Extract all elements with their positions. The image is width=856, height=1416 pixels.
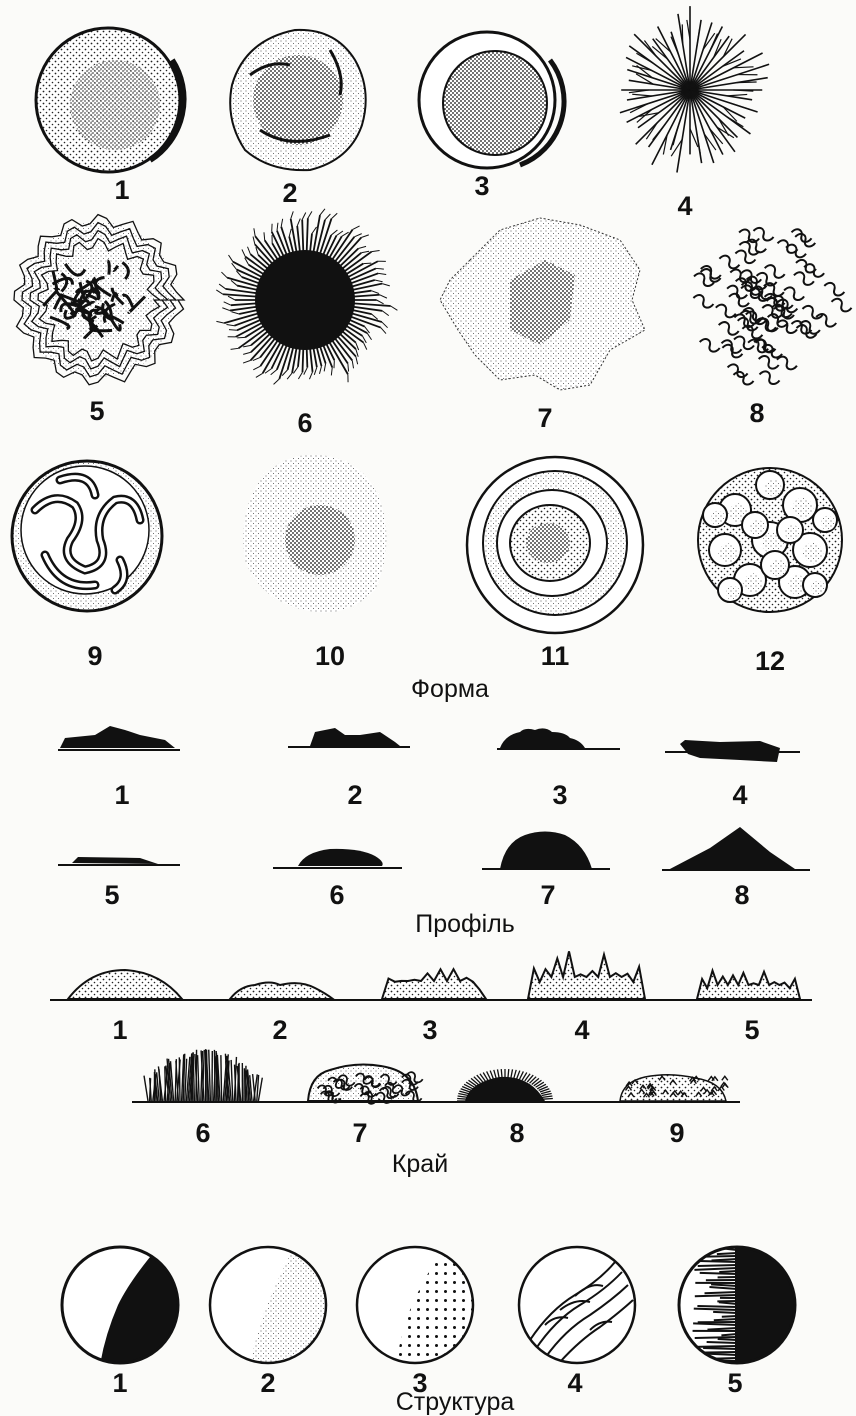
profile-label-1: 1	[114, 782, 129, 809]
form-label-12: 12	[755, 648, 785, 675]
profile-8	[662, 827, 810, 870]
form-label-10: 10	[315, 643, 345, 670]
form-label-7: 7	[537, 405, 552, 432]
profile-5	[58, 857, 180, 865]
edge-label-7: 7	[352, 1120, 367, 1147]
edge-label-3: 3	[422, 1017, 437, 1044]
edge-5	[697, 971, 800, 999]
form-colony-10	[243, 455, 386, 613]
form-caption: Форма	[411, 677, 489, 702]
form-colony-9	[12, 461, 162, 611]
structure-4	[517, 1245, 637, 1365]
form-colony-12	[698, 468, 842, 612]
edge-label-2: 2	[272, 1017, 287, 1044]
profile-label-6: 6	[329, 882, 344, 909]
form-colony-4	[620, 6, 769, 172]
form-colony-1	[36, 28, 184, 172]
edge-caption: Край	[392, 1152, 448, 1177]
structure-caption: Структура	[396, 1390, 515, 1415]
edge-label-8: 8	[509, 1120, 524, 1147]
profile-label-2: 2	[347, 782, 362, 809]
form-label-2: 2	[282, 180, 297, 207]
profile-7	[482, 832, 610, 870]
form-colony-5	[14, 215, 184, 385]
edge-label-4: 4	[574, 1017, 589, 1044]
edge-8	[457, 1069, 553, 1101]
form-label-11: 11	[541, 643, 570, 670]
form-colony-7	[440, 218, 645, 390]
structure-5	[677, 1245, 797, 1367]
profile-label-8: 8	[734, 882, 749, 909]
edge-2	[230, 983, 333, 1000]
edge-1	[68, 970, 182, 999]
profile-4	[665, 740, 800, 762]
structure-1	[60, 1245, 180, 1365]
structure-label-5: 5	[727, 1370, 742, 1397]
profile-caption: Профіль	[415, 912, 515, 937]
form-label-3: 3	[474, 173, 489, 200]
profile-label-7: 7	[540, 882, 555, 909]
form-label-9: 9	[87, 643, 102, 670]
edge-label-6: 6	[195, 1120, 210, 1147]
structure-2	[208, 1245, 328, 1365]
profile-3	[497, 728, 620, 749]
edge-label-1: 1	[112, 1017, 127, 1044]
edge-label-5: 5	[744, 1017, 759, 1044]
profile-6	[273, 849, 402, 868]
structure-label-1: 1	[112, 1370, 127, 1397]
form-label-8: 8	[749, 400, 764, 427]
structure-label-2: 2	[260, 1370, 275, 1397]
edge-9	[620, 1075, 728, 1101]
form-label-4: 4	[677, 193, 692, 220]
structure-label-4: 4	[567, 1370, 582, 1397]
form-colony-8	[693, 228, 851, 385]
edge-3	[382, 969, 486, 999]
profile-label-5: 5	[104, 882, 119, 909]
edge-6	[144, 1049, 262, 1101]
edge-7	[308, 1064, 423, 1103]
profile-label-4: 4	[732, 782, 747, 809]
form-colony-3	[419, 32, 564, 168]
edge-4	[528, 951, 645, 999]
form-label-1: 1	[114, 177, 129, 204]
form-colony-6	[216, 209, 397, 385]
edge-label-9: 9	[669, 1120, 684, 1147]
form-label-6: 6	[297, 410, 312, 437]
structure-3	[355, 1245, 475, 1365]
form-colony-11	[467, 457, 643, 633]
profile-2	[288, 728, 410, 747]
form-label-5: 5	[89, 398, 104, 425]
form-colony-2	[230, 30, 366, 170]
profile-label-3: 3	[552, 782, 567, 809]
profile-1	[58, 726, 180, 750]
